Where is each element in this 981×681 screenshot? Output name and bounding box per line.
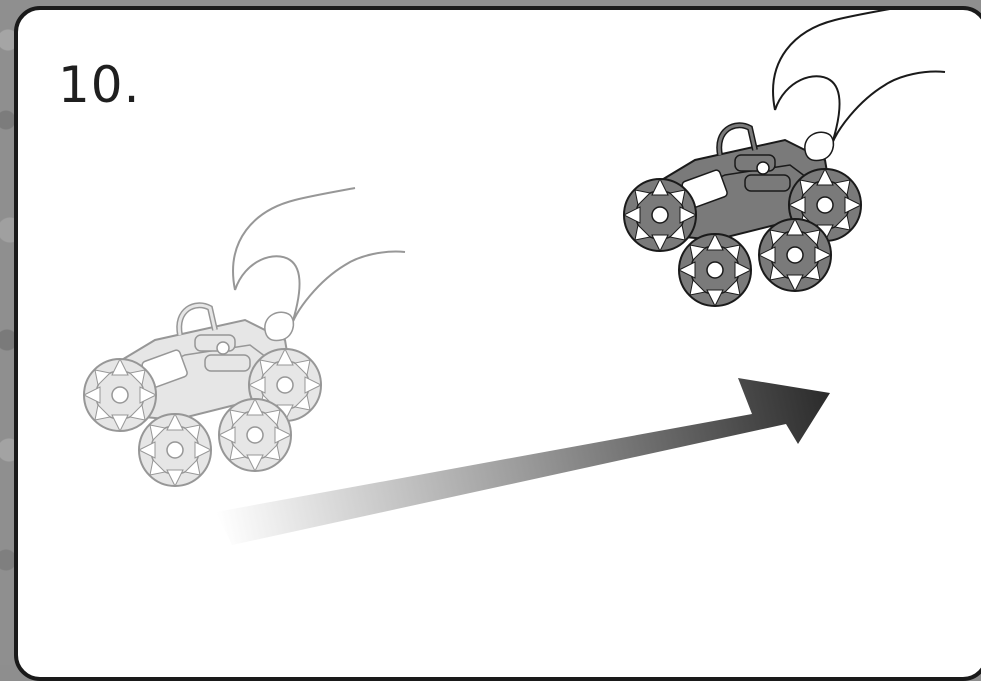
step-number: 10. <box>58 56 141 114</box>
instruction-illustration <box>0 0 981 545</box>
start-vehicle-icon <box>84 188 405 486</box>
end-vehicle-icon <box>624 8 945 306</box>
motion-arrow-icon <box>216 378 830 545</box>
